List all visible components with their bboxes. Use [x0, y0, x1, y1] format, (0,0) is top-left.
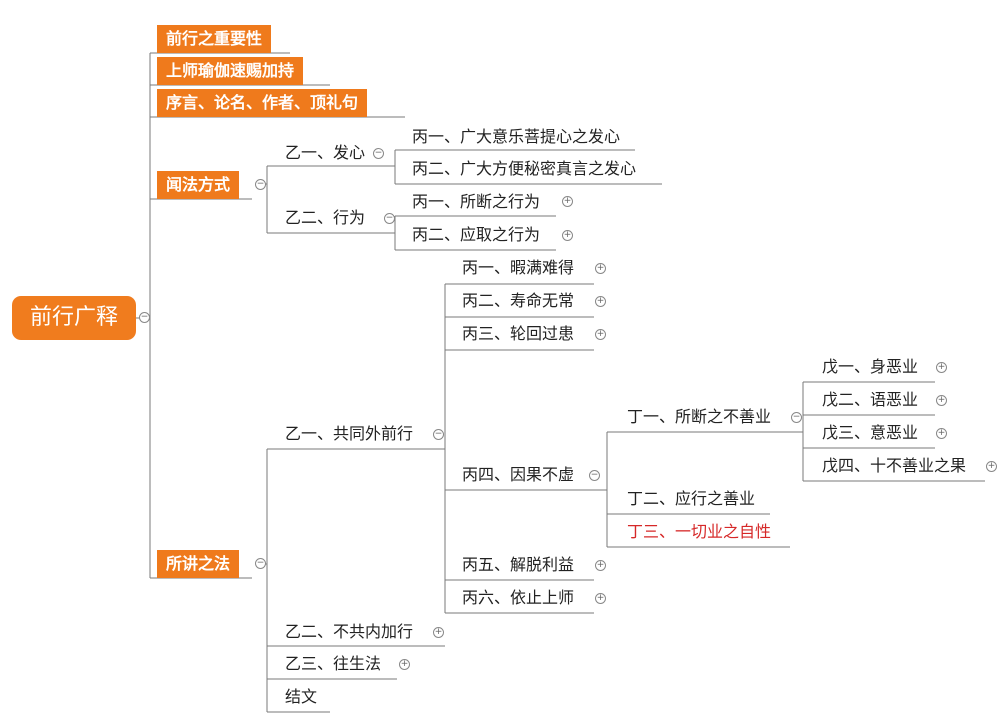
branch-guru-yoga[interactable]: 上师瑜伽速赐加持 [157, 57, 304, 85]
node-fa-xin[interactable]: 乙一、发心 [285, 143, 366, 162]
node-nonvirtue-2[interactable]: 戊二、语恶业 [822, 390, 919, 409]
node-common-5[interactable]: 丙五、解脱利益 [462, 555, 575, 574]
plus-circle-icon[interactable]: + [595, 296, 606, 307]
node-karma-1[interactable]: 丁一、所断之不善业 [627, 407, 772, 426]
plus-circle-icon[interactable]: + [595, 263, 606, 274]
node-nonvirtue-4[interactable]: 戊四、十不善业之果 [822, 456, 967, 475]
node-fx-2[interactable]: 丙二、广大方便秘密真言之发心 [412, 159, 637, 178]
node-fx-1[interactable]: 丙一、广大意乐菩提心之发心 [412, 127, 621, 146]
branch-preface[interactable]: 序言、论名、作者、顶礼句 [157, 89, 368, 117]
minus-circle-icon[interactable]: − [255, 179, 266, 190]
minus-circle-icon[interactable]: − [384, 213, 395, 224]
node-common-1[interactable]: 丙一、暇满难得 [462, 258, 575, 277]
plus-circle-icon[interactable]: + [986, 461, 997, 472]
plus-circle-icon[interactable]: + [399, 659, 410, 670]
plus-circle-icon[interactable]: + [595, 560, 606, 571]
plus-circle-icon[interactable]: + [936, 362, 947, 373]
plus-circle-icon[interactable]: + [562, 230, 573, 241]
node-karma-2[interactable]: 丁二、应行之善业 [627, 489, 756, 508]
node-nonvirtue-3[interactable]: 戊三、意恶业 [822, 423, 919, 442]
plus-circle-icon[interactable]: + [562, 196, 573, 207]
node-common-4[interactable]: 丙四、因果不虚 [462, 465, 575, 484]
plus-circle-icon[interactable]: + [936, 428, 947, 439]
branch-teaching[interactable]: 所讲之法 [157, 550, 240, 578]
node-powa[interactable]: 乙三、往生法 [285, 654, 382, 673]
node-uncommon-preliminaries[interactable]: 乙二、不共内加行 [285, 622, 414, 641]
minus-circle-icon[interactable]: − [589, 470, 600, 481]
minus-circle-icon[interactable]: − [433, 429, 444, 440]
minus-circle-icon[interactable]: − [791, 412, 802, 423]
branch-listening[interactable]: 闻法方式 [157, 171, 240, 199]
plus-circle-icon[interactable]: + [595, 593, 606, 604]
node-conclusion[interactable]: 结文 [285, 687, 318, 706]
root-node[interactable]: 前行广释 [12, 296, 136, 340]
node-common-3[interactable]: 丙三、轮回过患 [462, 324, 575, 343]
node-common-6[interactable]: 丙六、依止上师 [462, 588, 575, 607]
node-common-2[interactable]: 丙二、寿命无常 [462, 291, 575, 310]
node-common-preliminaries[interactable]: 乙一、共同外前行 [285, 424, 414, 443]
minus-circle-icon[interactable]: − [255, 558, 266, 569]
minus-circle-icon[interactable]: − [139, 312, 150, 323]
minus-circle-icon[interactable]: − [373, 148, 384, 159]
node-xing-wei[interactable]: 乙二、行为 [285, 208, 366, 227]
branch-importance[interactable]: 前行之重要性 [157, 25, 272, 53]
node-karma-3[interactable]: 丁三、一切业之自性 [627, 522, 772, 541]
node-xw-1[interactable]: 丙一、所断之行为 [412, 192, 541, 211]
plus-circle-icon[interactable]: + [595, 329, 606, 340]
node-xw-2[interactable]: 丙二、应取之行为 [412, 225, 541, 244]
node-nonvirtue-1[interactable]: 戊一、身恶业 [822, 357, 919, 376]
plus-circle-icon[interactable]: + [433, 627, 444, 638]
plus-circle-icon[interactable]: + [936, 395, 947, 406]
